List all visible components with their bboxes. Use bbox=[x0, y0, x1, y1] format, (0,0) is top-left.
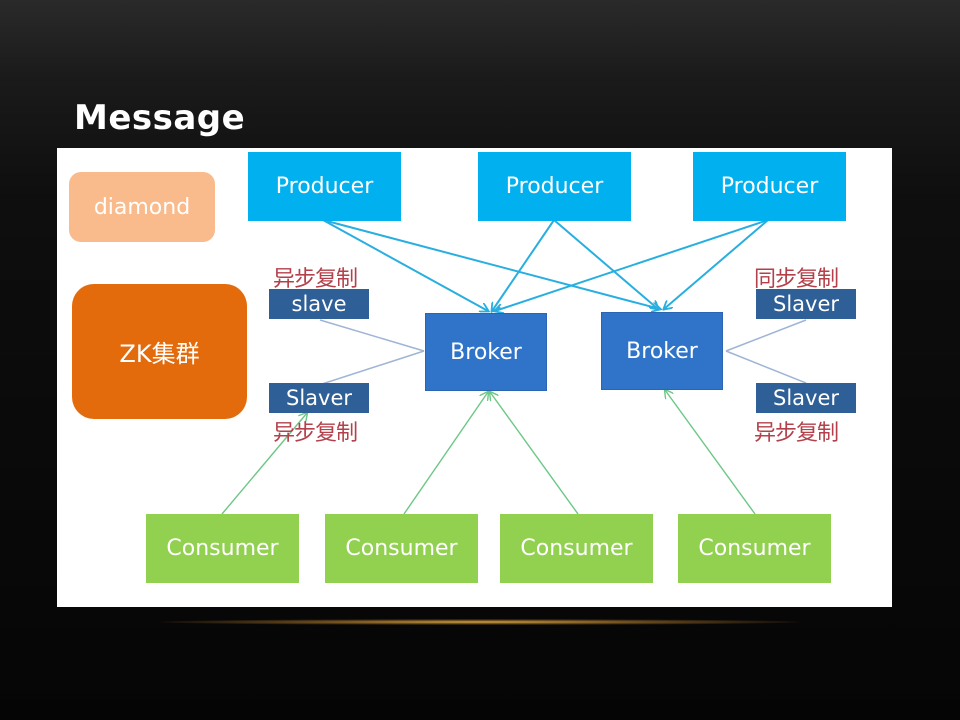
slave-node: Slaver bbox=[269, 383, 369, 413]
decorative-glow-divider bbox=[160, 619, 800, 625]
replication-label: 异步复制 bbox=[273, 267, 358, 292]
producer-node: Producer bbox=[248, 152, 401, 221]
consumer-node: Consumer bbox=[325, 514, 478, 583]
slide-title: Message bbox=[74, 98, 246, 138]
consumer-node: Consumer bbox=[146, 514, 299, 583]
consumer-node: Consumer bbox=[678, 514, 831, 583]
zk-cluster-node: ZK集群 bbox=[72, 284, 247, 419]
replication-label: 异步复制 bbox=[754, 421, 839, 446]
replication-label: 同步复制 bbox=[754, 267, 839, 292]
broker-node: Broker bbox=[425, 313, 547, 391]
replication-label: 异步复制 bbox=[273, 421, 358, 446]
slave-node: slave bbox=[269, 289, 369, 319]
broker-node: Broker bbox=[601, 312, 723, 390]
slave-node: Slaver bbox=[756, 383, 856, 413]
diamond-config-node: diamond bbox=[69, 172, 215, 242]
producer-node: Producer bbox=[693, 152, 846, 221]
producer-node: Producer bbox=[478, 152, 631, 221]
consumer-node: Consumer bbox=[500, 514, 653, 583]
slave-node: Slaver bbox=[756, 289, 856, 319]
